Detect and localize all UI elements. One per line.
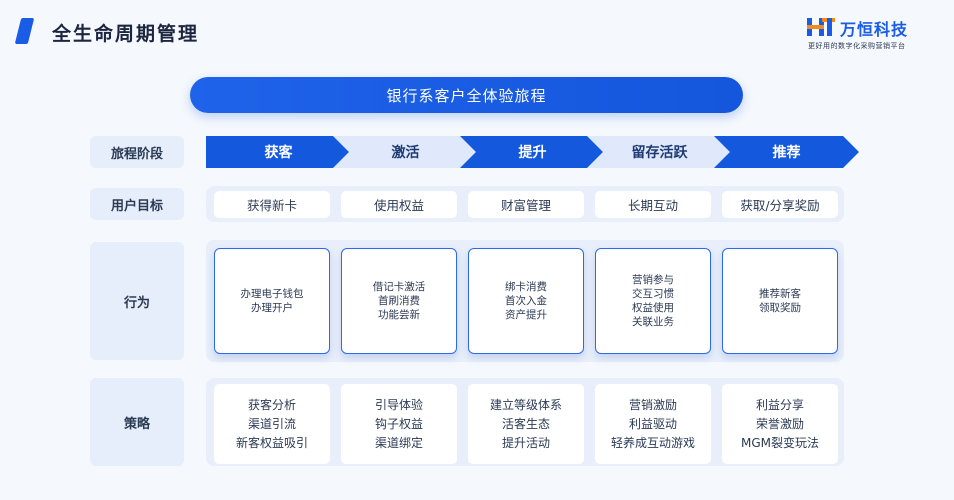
company-logo: 万恒科技 更好用的数字化采购营销平台: [806, 16, 936, 56]
behavior-card: 办理电子钱包 办理开户: [214, 248, 330, 354]
behavior-line: 推荐新客: [759, 288, 801, 300]
strategy-line: 渠道绑定: [374, 435, 423, 450]
strategy-card: 获客分析 渠道引流 新客权益吸引: [214, 384, 330, 464]
strategy-line: 利益驱动: [628, 416, 677, 431]
strategy-line: 活客生态: [501, 416, 550, 431]
strategy-card: 利益分享 荣誉激励 MGM裂变玩法: [722, 384, 838, 464]
behavior-line: 办理开户: [251, 302, 293, 314]
stage-recommend: 推荐: [714, 136, 859, 168]
strategy-line: 提升活动: [501, 435, 550, 450]
stage-acquire: 获客: [206, 136, 351, 168]
strategy-line: 获客分析: [247, 397, 296, 412]
logo-mark-icon: [807, 18, 835, 36]
goal-cell: 获得新卡: [214, 191, 330, 218]
behavior-line: 绑卡消费: [505, 281, 547, 293]
behavior-line: 功能尝新: [378, 309, 420, 321]
journey-banner: 银行系客户全体验旅程: [190, 77, 743, 113]
strategy-line: 荣誉激励: [755, 416, 804, 431]
behavior-card: 营销参与 交互习惯 权益使用 关联业务: [595, 248, 711, 354]
behavior-line: 首次入金: [505, 295, 547, 307]
stage-retain: 留存活跃: [587, 136, 732, 168]
behavior-line: 关联业务: [632, 316, 674, 328]
row-label-strategy: 策略: [90, 378, 184, 466]
strategy-card: 建立等级体系 活客生态 提升活动: [468, 384, 584, 464]
behavior-card: 绑卡消费 首次入金 资产提升: [468, 248, 584, 354]
behavior-line: 权益使用: [632, 302, 674, 314]
behavior-line: 办理电子钱包: [240, 288, 304, 300]
behavior-line: 首刷消费: [378, 295, 420, 307]
title-accent-bar: [14, 18, 35, 44]
goal-cell: 获取/分享奖励: [722, 191, 838, 218]
strategy-line: 建立等级体系: [489, 397, 562, 412]
row-label-stage: 旅程阶段: [90, 136, 184, 168]
behavior-line: 领取奖励: [759, 302, 801, 314]
behavior-line: 借记卡激活: [372, 281, 426, 293]
behavior-card: 推荐新客 领取奖励: [722, 248, 838, 354]
behavior-line: 营销参与: [632, 274, 674, 286]
row-label-goal: 用户目标: [90, 188, 184, 220]
strategy-line: 新客权益吸引: [235, 435, 308, 450]
strategy-line: 渠道引流: [247, 416, 296, 431]
page-title: 全生命周期管理: [52, 23, 200, 45]
stage-activate: 激活: [333, 136, 478, 168]
strategy-line: 利益分享: [755, 397, 804, 412]
strategy-line: MGM裂变玩法: [740, 435, 819, 450]
strategy-line: 钩子权益: [374, 416, 423, 431]
goal-cell: 长期互动: [595, 191, 711, 218]
goal-cell: 财富管理: [468, 191, 584, 218]
behavior-card: 借记卡激活 首刷消费 功能尝新: [341, 248, 457, 354]
strategy-line: 营销激励: [628, 397, 677, 412]
stage-upgrade: 提升: [460, 136, 605, 168]
row-label-behavior: 行为: [90, 242, 184, 360]
strategy-line: 轻养成互动游戏: [610, 435, 695, 450]
logo-slogan: 更好用的数字化采购营销平台: [808, 42, 906, 50]
strategy-line: 引导体验: [374, 397, 423, 412]
strategy-card: 营销激励 利益驱动 轻养成互动游戏: [595, 384, 711, 464]
behavior-line: 交互习惯: [632, 288, 674, 300]
logo-name: 万恒科技: [840, 20, 909, 39]
goal-cell: 使用权益: [341, 191, 457, 218]
behavior-line: 资产提升: [505, 309, 547, 321]
strategy-card: 引导体验 钩子权益 渠道绑定: [341, 384, 457, 464]
